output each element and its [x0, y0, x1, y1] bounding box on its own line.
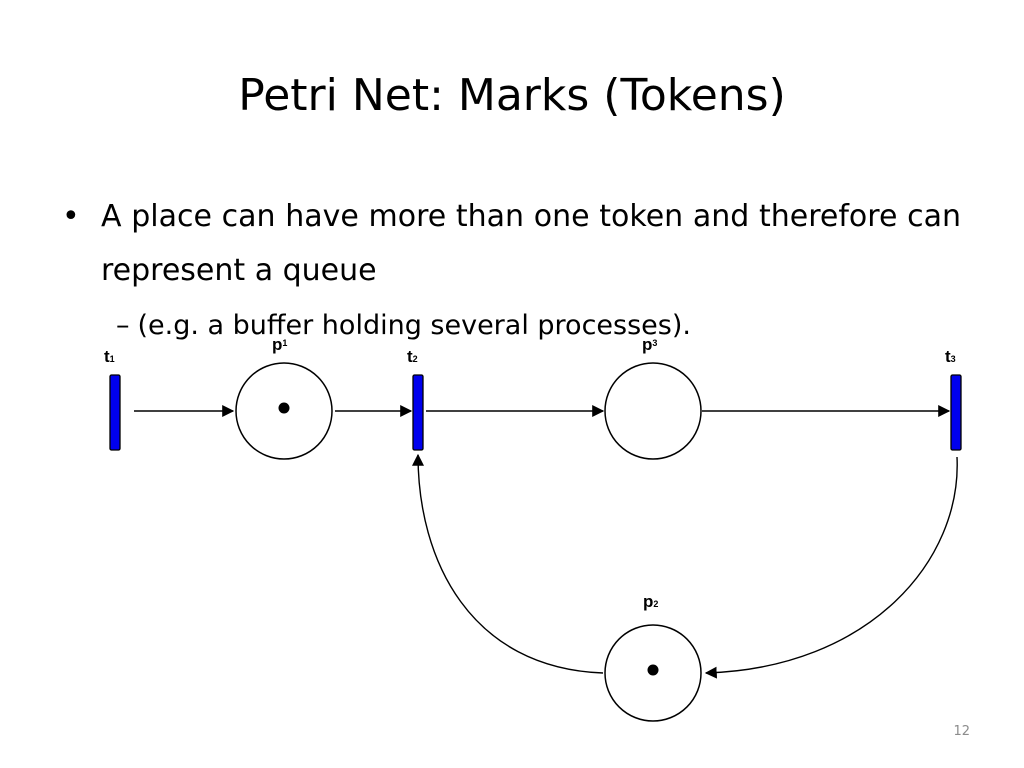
- slide-title: Petri Net: Marks (Tokens): [238, 70, 786, 121]
- transition-t1: [109, 374, 121, 451]
- sub-bullet-item: –(e.g. a buffer holding several processe…: [116, 306, 916, 346]
- sub-bullet-dash: –: [116, 310, 130, 341]
- label-t1-subscript: 1: [110, 354, 115, 364]
- transition-t2: [412, 374, 424, 451]
- arc-t3-p2: [704, 456, 958, 679]
- label-p3-subscript: 3: [652, 338, 657, 348]
- token: [647, 664, 659, 676]
- place-p3: [604, 362, 702, 460]
- label-p1-letter: p: [272, 335, 282, 354]
- page-number: 12: [953, 724, 970, 739]
- label-t1: t1: [104, 347, 115, 366]
- bullet-mark: •: [62, 199, 80, 234]
- arc-p2-t2: [412, 453, 604, 674]
- label-t1-letter: t: [104, 347, 110, 366]
- label-p2-subscript: 2: [653, 599, 658, 609]
- tokens-p1: [278, 402, 290, 414]
- token: [278, 402, 290, 414]
- label-p1: p1: [272, 335, 287, 354]
- label-p2-letter: p: [643, 592, 653, 611]
- label-p1-subscript: 1: [282, 338, 287, 348]
- label-p3: p3: [642, 335, 657, 354]
- label-t2-letter: t: [407, 347, 413, 366]
- label-p3-letter: p: [642, 335, 652, 354]
- transition-t3: [950, 374, 962, 451]
- sub-bullet-text: (e.g. a buffer holding several processes…: [137, 310, 691, 341]
- label-p2: p2: [643, 592, 658, 611]
- label-t2-subscript: 2: [413, 354, 418, 364]
- label-t3-subscript: 3: [951, 354, 956, 364]
- label-t2: t2: [407, 347, 418, 366]
- tokens-p2: [647, 664, 659, 676]
- label-t3-letter: t: [945, 347, 951, 366]
- label-t3: t3: [945, 347, 956, 366]
- bullet-text: A place can have more than one token and…: [101, 199, 961, 288]
